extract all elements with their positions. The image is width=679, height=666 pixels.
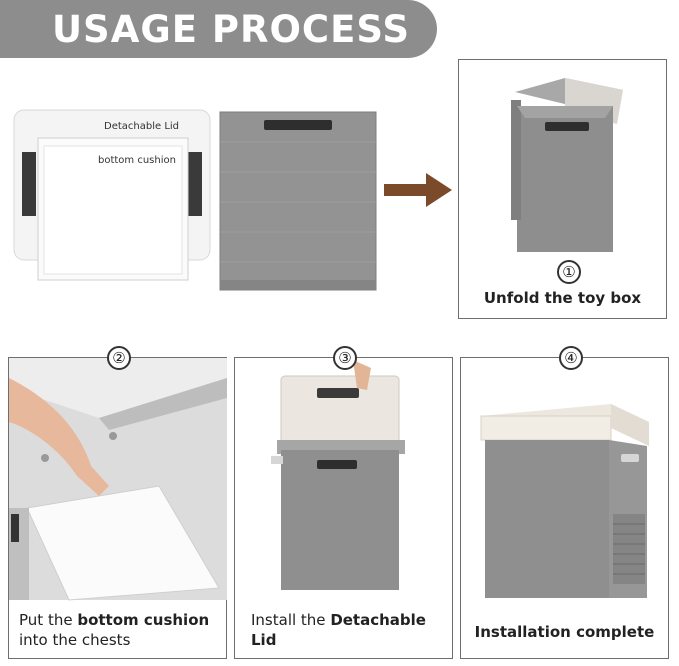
step-4-number: ④ (559, 346, 583, 370)
step-3-caption-bold: Detachable Lid (251, 611, 426, 649)
step-1-number: ① (557, 260, 581, 284)
unfolded-box-image (511, 78, 623, 252)
step-2-caption: Put the bottom cushion into the chests (19, 610, 223, 650)
step-2-caption-suffix: into the chests (19, 631, 131, 649)
step-3-caption-prefix: Install the (251, 611, 331, 629)
step-2-number: ② (107, 346, 131, 370)
cushion-insert-image (9, 358, 227, 601)
step-4-panel: ④ Installation complete (460, 346, 669, 659)
step-2-caption-prefix: Put the (19, 611, 78, 629)
folded-box-image (219, 111, 377, 291)
step-3-caption: Install the Detachable Lid (251, 610, 447, 650)
banner-title: USAGE PROCESS (52, 8, 410, 51)
step-1-caption: Unfold the toy box (483, 289, 642, 307)
step-1-panel: ① Unfold the toy box (458, 59, 667, 319)
step-2-caption-bold: bottom cushion (77, 611, 210, 629)
cushion-label: bottom cushion (98, 155, 176, 166)
lid-label: Detachable Lid (104, 121, 180, 132)
lid-install-image (271, 360, 405, 590)
flat-lid-cushion-image (13, 109, 211, 281)
step-4-caption: Installation complete (474, 623, 655, 641)
step-3-number: ③ (333, 346, 357, 370)
arrow-right-icon (384, 173, 452, 207)
step-3-panel: ③ Install the Detachable Lid (234, 346, 453, 659)
assembled-box-image (480, 404, 649, 598)
title-banner: USAGE PROCESS (0, 0, 437, 58)
step-2-panel: ② Put the bottom cushion into the chests (8, 346, 227, 659)
